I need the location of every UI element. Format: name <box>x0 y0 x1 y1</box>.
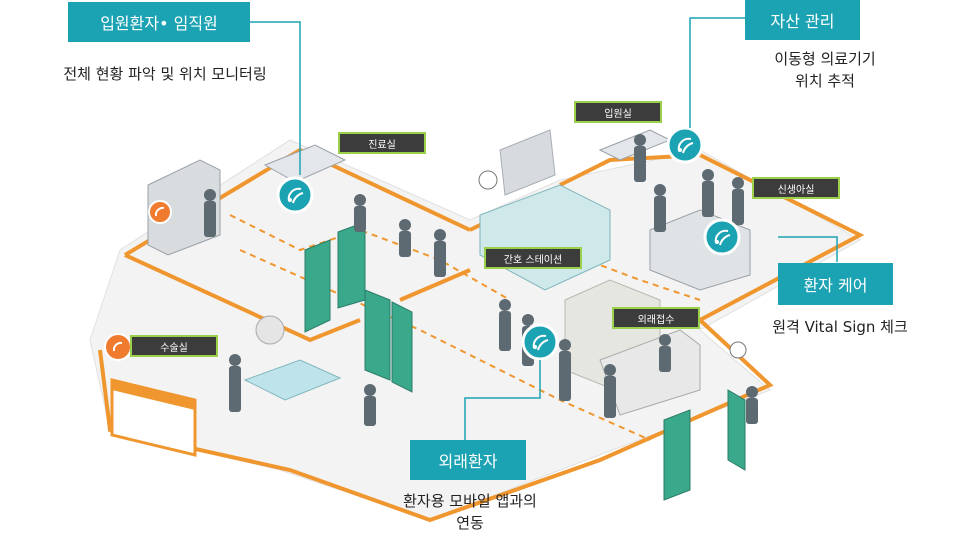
leader-lines <box>250 17 838 440</box>
room-label-surgery: 수술실 <box>130 335 218 357</box>
surgery-schedule-board <box>110 378 197 457</box>
room-label-exam: 진료실 <box>338 132 426 154</box>
wireless-icon-orange <box>104 333 132 361</box>
asset-management-desc: 이동형 의료기기 위치 추적 <box>740 48 910 92</box>
room-label-nursery: 신생아실 <box>752 177 840 199</box>
wireless-icon-orange <box>148 200 172 224</box>
wireless-icon <box>521 323 559 361</box>
people <box>204 134 758 426</box>
asset-management-title: 자산 관리 <box>770 12 835 31</box>
patient-care-title: 환자 케어 <box>803 276 868 295</box>
patient-care-callout: 환자 케어 <box>778 263 893 305</box>
asset-desc-line1: 이동형 의료기기 <box>774 50 876 68</box>
room-label-reception: 외래접수 <box>612 307 700 329</box>
room-label-ward: 입원실 <box>574 101 662 123</box>
outpatient-desc-line1: 환자용 모바일 앱과의 <box>403 492 537 510</box>
inpatient-staff-callout: 입원환자• 임직원 <box>68 2 250 42</box>
outpatient-desc: 환자용 모바일 앱과의 연동 <box>375 490 565 534</box>
asset-desc-line2: 위치 추적 <box>795 72 855 90</box>
outpatient-title: 외래환자 <box>438 452 498 471</box>
wireless-icon <box>703 218 741 256</box>
patient-care-desc: 원격 Vital Sign 체크 <box>772 318 908 336</box>
wireless-icon <box>276 176 314 214</box>
outpatient-callout: 외래환자 <box>410 440 526 480</box>
wireless-beacons <box>104 126 741 361</box>
inpatient-staff-title: 입원환자• 임직원 <box>100 14 218 33</box>
asset-management-callout: 자산 관리 <box>745 0 860 40</box>
inpatient-staff-desc: 전체 현황 파악 및 위치 모니터링 <box>63 65 267 83</box>
wireless-icon <box>666 126 704 164</box>
outpatient-desc-line2: 연동 <box>456 514 484 532</box>
room-label-nurse-station: 간호 스테이션 <box>484 247 582 269</box>
doors <box>304 221 746 501</box>
